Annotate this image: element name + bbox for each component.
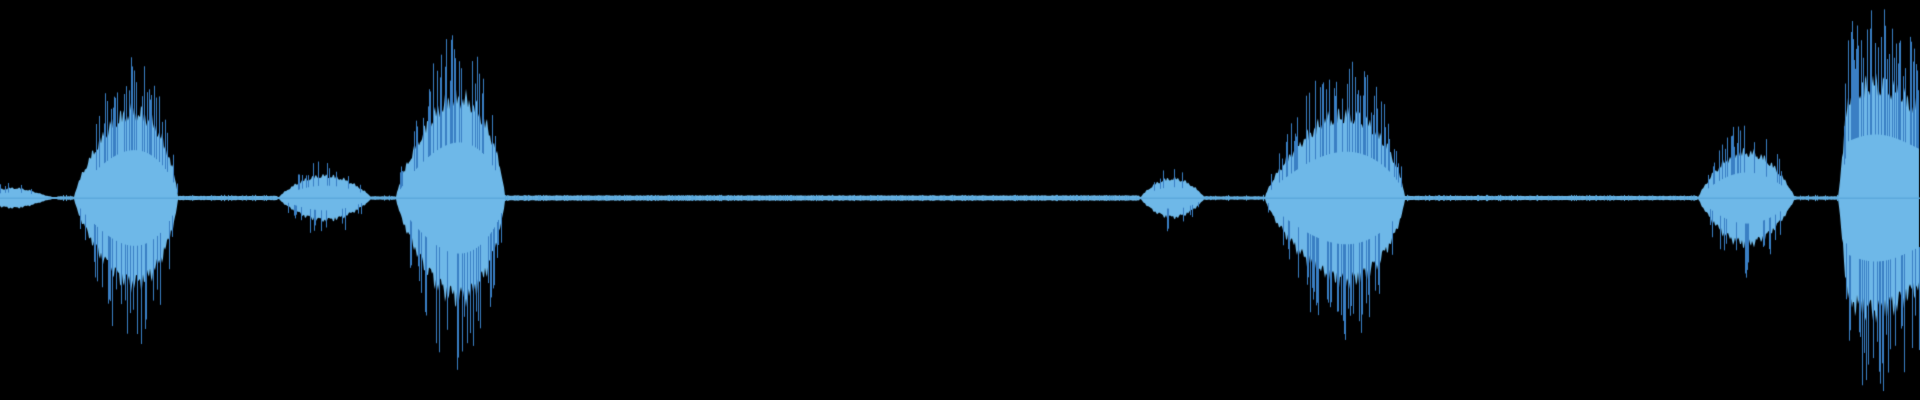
waveform-canvas[interactable] — [0, 0, 1920, 400]
audio-waveform-viewer[interactable] — [0, 0, 1920, 400]
